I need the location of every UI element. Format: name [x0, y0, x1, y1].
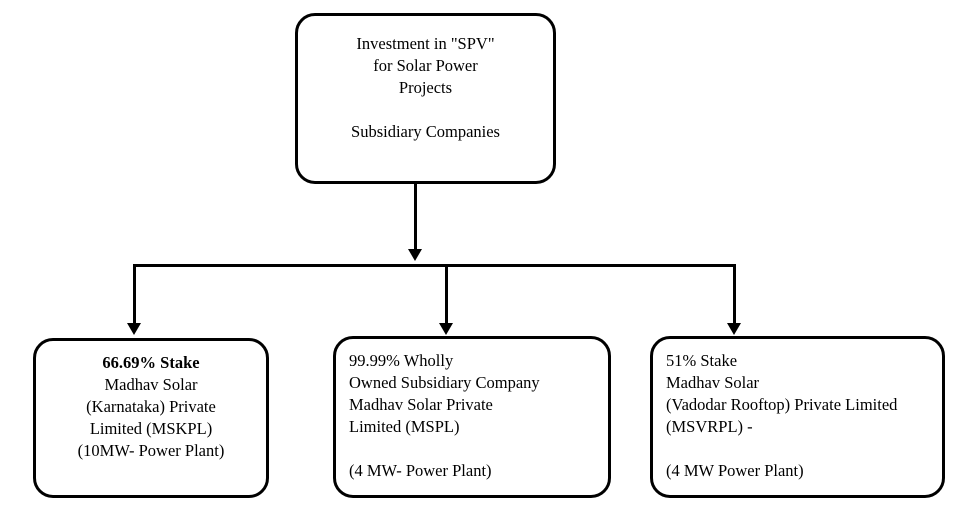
arrowhead-to-child-middle [439, 323, 453, 335]
node-text-line: Investment in "SPV" [356, 34, 495, 53]
arrowhead-root-to-bus [408, 249, 422, 261]
node-text-line: Projects [398, 78, 453, 97]
node-text-line: (4 MW Power Plant) [666, 461, 804, 480]
connector-drop-left [133, 264, 136, 324]
arrowhead-to-child-right [727, 323, 741, 335]
connector-root-stem [414, 184, 417, 250]
node-text-line: Madhav Solar [104, 375, 198, 394]
node-text-line: (10MW- Power Plant) [77, 441, 225, 460]
node-text-line: 51% Stake [666, 351, 738, 370]
node-text-line: Subsidiary Companies [351, 122, 500, 141]
node-text-line [298, 99, 553, 121]
node-text-line: Limited (MSKPL) [89, 419, 213, 438]
node-text-line: (MSVRPL) - [666, 417, 753, 436]
node-text-line: Owned Subsidiary Company [349, 373, 540, 392]
node-text-line: (Karnataka) Private [86, 397, 216, 416]
node-text-line: (4 MW- Power Plant) [349, 461, 492, 480]
node-text-line [666, 438, 942, 460]
connector-drop-middle [445, 264, 448, 324]
node-text-line: for Solar Power [373, 56, 478, 75]
node-text-line: Madhav Solar [666, 373, 760, 392]
arrowhead-to-child-left [127, 323, 141, 335]
node-text-line: (Vadodar Rooftop) Private Limited [666, 395, 898, 414]
node-text-line: Madhav Solar Private [349, 395, 493, 414]
node-text-line: Limited (MSPL) [349, 417, 460, 436]
node-text-line [349, 438, 608, 460]
node-text-line: 99.99% Wholly [349, 351, 454, 370]
connector-bus-bar [133, 264, 736, 267]
node-text-line: 66.69% Stake [102, 353, 200, 372]
connector-drop-right [733, 264, 736, 324]
